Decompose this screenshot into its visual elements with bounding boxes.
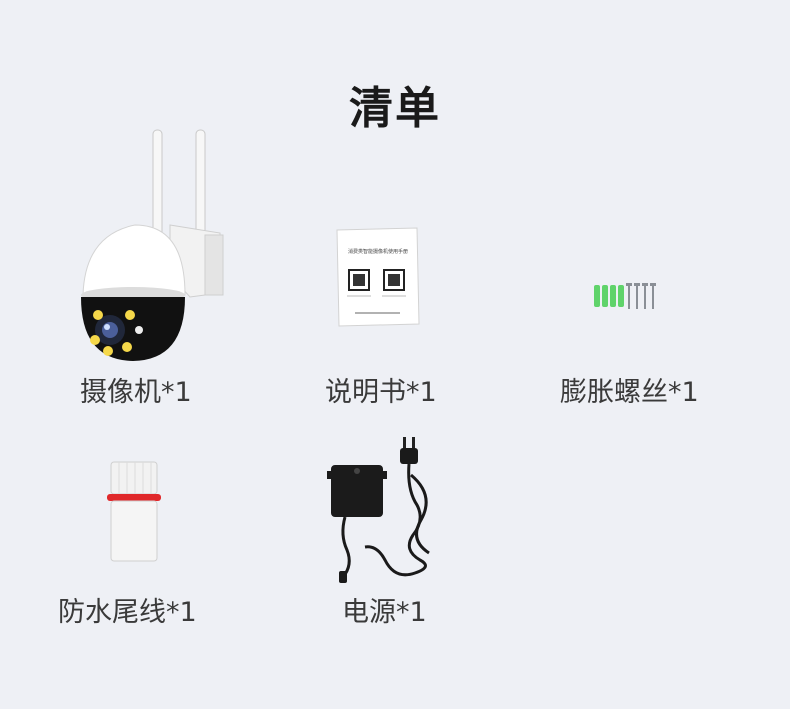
camera-icon (81, 129, 224, 361)
item-label: 膨胀螺丝*1 (560, 377, 699, 408)
waterproof-cap-icon (107, 461, 161, 562)
item-label: 摄像机*1 (80, 377, 192, 408)
screws-icon (594, 283, 656, 309)
page-title: 清单 (349, 83, 441, 134)
power-adapter-icon (327, 437, 430, 583)
item-label: 防水尾线*1 (58, 597, 197, 628)
item-label: 电源*1 (342, 597, 427, 628)
item-label: 说明书*1 (325, 377, 437, 408)
manual-icon (336, 227, 420, 327)
manual-header: 消费类智能摄像机使用手册 (347, 249, 408, 255)
